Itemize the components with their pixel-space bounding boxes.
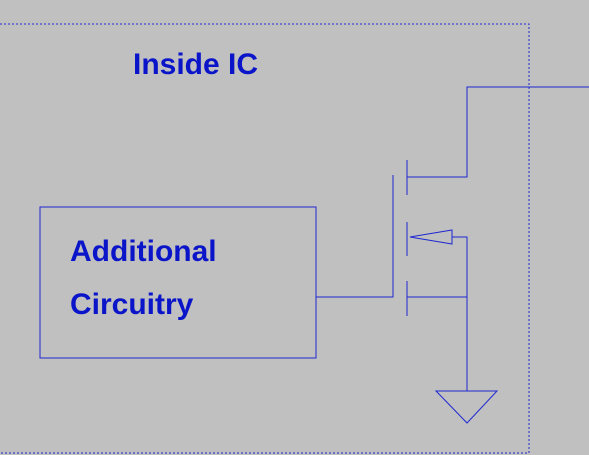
- body-wire: [452, 236, 468, 297]
- boundary-label: Inside IC: [133, 48, 259, 81]
- block-label-line-2: Circuitry: [70, 288, 194, 321]
- drain-wire: [407, 86, 589, 178]
- gate-wire: [316, 175, 394, 298]
- body-arrow: [409, 229, 453, 245]
- ground-symbol: [434, 390, 499, 424]
- additional-circuitry-block: [39, 206, 317, 359]
- ic-boundary: [0, 23, 530, 454]
- block-label-line-1: Additional: [70, 235, 217, 268]
- source-wire: [407, 296, 468, 391]
